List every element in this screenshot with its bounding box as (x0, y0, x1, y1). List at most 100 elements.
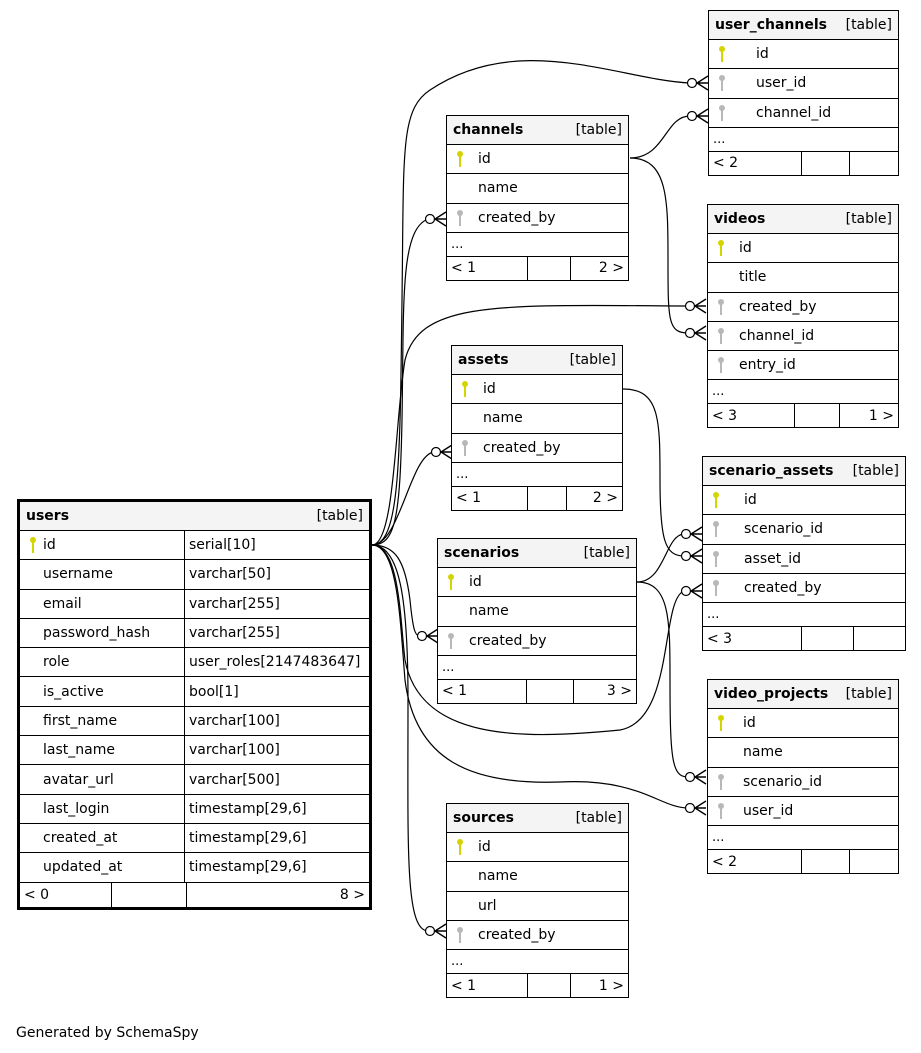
more-columns[interactable]: ... (447, 950, 628, 975)
table-name: sources (453, 810, 514, 826)
primary-key-icon (706, 491, 726, 509)
primary-key-icon (711, 714, 731, 732)
children-link[interactable] (850, 850, 898, 873)
column-row[interactable]: id (709, 40, 898, 70)
parents-link[interactable]: < 1 (447, 974, 528, 998)
edge-assets-scenario-assets[interactable] (622, 388, 703, 564)
parents-link[interactable]: < 1 (447, 256, 528, 280)
edge-users-scenarios[interactable] (371, 544, 439, 644)
edge-users-sources[interactable] (371, 544, 447, 939)
edge-scenarios-video-projects[interactable] (636, 581, 707, 785)
children-link[interactable]: 8 > (339, 886, 365, 903)
children-link[interactable]: 2 > (598, 260, 624, 277)
parents-link[interactable]: < 2 (708, 850, 802, 874)
edge-scenarios-scenario-assets[interactable] (636, 526, 703, 583)
column-name: created_by (483, 439, 561, 456)
column-row[interactable]: title (708, 263, 898, 293)
children-link[interactable]: 2 > (592, 490, 618, 507)
parents-link[interactable]: < 3 (703, 627, 802, 651)
column-row[interactable]: scenario_id (703, 515, 905, 545)
more-columns[interactable]: ... (708, 380, 898, 405)
column-row[interactable]: scenario_id (708, 768, 898, 797)
more-columns[interactable]: ... (447, 233, 628, 257)
column-row[interactable]: created_by (447, 204, 628, 233)
row-count (527, 679, 574, 703)
column-row[interactable]: channel_id (708, 322, 898, 352)
parents-link[interactable]: < 2 (709, 151, 802, 175)
column-row[interactable]: created_by (438, 627, 636, 656)
parents-link[interactable]: < 3 (708, 404, 795, 428)
column-row[interactable]: entry_id (708, 351, 898, 381)
column-row[interactable]: url (447, 892, 628, 921)
column-row[interactable]: created_by (452, 434, 622, 463)
edge-channels-user-channels[interactable] (629, 108, 709, 159)
children-link[interactable] (850, 152, 898, 175)
column-row[interactable]: id (438, 568, 636, 598)
column-row[interactable]: created_by (703, 574, 905, 604)
column-row[interactable]: created_by (447, 921, 628, 951)
foreign-key-icon (450, 926, 470, 944)
children-link[interactable] (854, 627, 905, 650)
column-row[interactable]: channel_id (709, 99, 898, 128)
column-row[interactable]: name (447, 174, 628, 204)
column-row[interactable]: user_id (708, 797, 898, 827)
column-name: id (478, 151, 491, 168)
column-row[interactable]: name (708, 738, 898, 768)
parents-link[interactable]: < 1 (452, 486, 528, 510)
table-header: users [table] (20, 502, 369, 531)
edge-channels-videos[interactable] (629, 157, 707, 341)
more-columns[interactable]: ... (708, 826, 898, 851)
column-row[interactable]: asset_id (703, 545, 905, 574)
column-row[interactable]: user_id (709, 69, 898, 99)
column-row[interactable]: name (452, 404, 622, 434)
column-type: bool[1] (184, 677, 369, 706)
more-columns[interactable]: ... (438, 656, 636, 680)
more-columns[interactable]: ... (709, 128, 898, 152)
column-row[interactable]: created_by (708, 293, 898, 322)
children-link[interactable]: 1 > (598, 977, 624, 994)
more-columns[interactable]: ... (452, 463, 622, 487)
children-link[interactable]: 3 > (606, 683, 632, 700)
row-count (795, 404, 840, 428)
column-row[interactable]: id (447, 833, 628, 863)
foreign-key-icon (455, 439, 475, 457)
column-type: varchar[100] (184, 706, 369, 736)
edge-users-channels[interactable] (371, 211, 447, 546)
children-link[interactable]: 1 > (868, 407, 894, 424)
parents-link[interactable]: < 1 (438, 679, 527, 703)
column-row[interactable]: id (452, 375, 622, 405)
parents-link[interactable]: < 0 (20, 882, 112, 907)
column-row[interactable]: name (438, 597, 636, 627)
primary-key-icon (441, 573, 461, 591)
column-row[interactable]: id (447, 145, 628, 175)
column-row[interactable]: id (703, 486, 905, 516)
column-row[interactable]: name (447, 862, 628, 892)
column-row[interactable]: id (708, 709, 898, 739)
table-name: user_channels (715, 17, 827, 33)
column-row[interactable]: id (708, 234, 898, 264)
foreign-key-icon (711, 298, 731, 316)
edge-users-assets[interactable] (371, 444, 453, 546)
more-columns[interactable]: ... (703, 603, 905, 628)
